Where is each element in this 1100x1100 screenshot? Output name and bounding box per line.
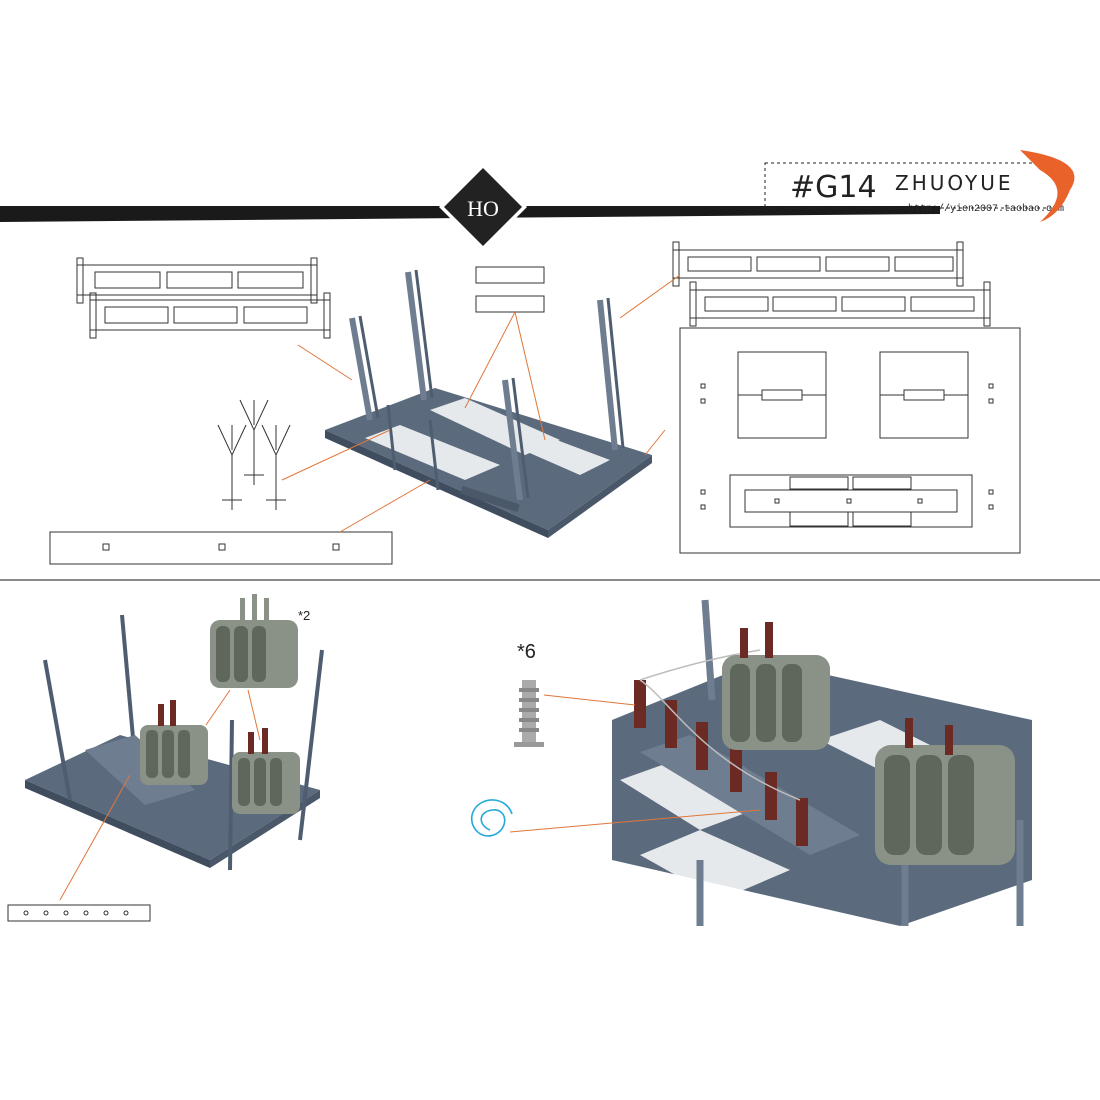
insulator-row	[634, 680, 808, 846]
transformer-left-b	[232, 728, 300, 814]
beam-part-right-upper	[672, 241, 964, 287]
scale-badge-label: HO	[467, 196, 499, 221]
transformer-inset: *2	[210, 594, 310, 688]
detail-closeup	[612, 599, 1032, 926]
leader-lines	[59, 274, 761, 901]
brand-box: #G14 ZHUOYUE http://yien2007.taobao.com	[764, 150, 1075, 222]
model-code: #G14	[790, 170, 877, 205]
small-plates	[475, 266, 545, 313]
assembly-bottom-left	[25, 614, 324, 871]
base-plate-part	[679, 327, 1021, 554]
transformer-detail-b	[875, 718, 1015, 865]
brand-url: http://yien2007.taobao.com	[908, 203, 1064, 215]
scale-badge: HO	[439, 163, 527, 251]
base-assembly-top	[325, 269, 652, 538]
wire-coil	[471, 799, 513, 837]
brand-swoosh-icon	[1020, 150, 1075, 222]
insulator-part: *6	[514, 641, 544, 747]
strip-part-bottom-left	[7, 904, 151, 922]
transformer-detail-a	[722, 622, 830, 750]
post-parts	[217, 399, 291, 510]
beam-part-lower	[89, 292, 331, 339]
beam-part-right-lower	[689, 281, 991, 327]
insulator-quantity: *6	[517, 641, 536, 663]
base-strip-part	[49, 531, 393, 565]
transformer-quantity: *2	[298, 608, 310, 623]
beam-part-upper	[76, 257, 318, 304]
brand-name: ZHUOYUE	[895, 171, 1014, 195]
header: HO #G14 ZHUOYUE http://yien2007.taobao.c…	[0, 150, 1075, 251]
transformer-left-a	[140, 700, 208, 785]
